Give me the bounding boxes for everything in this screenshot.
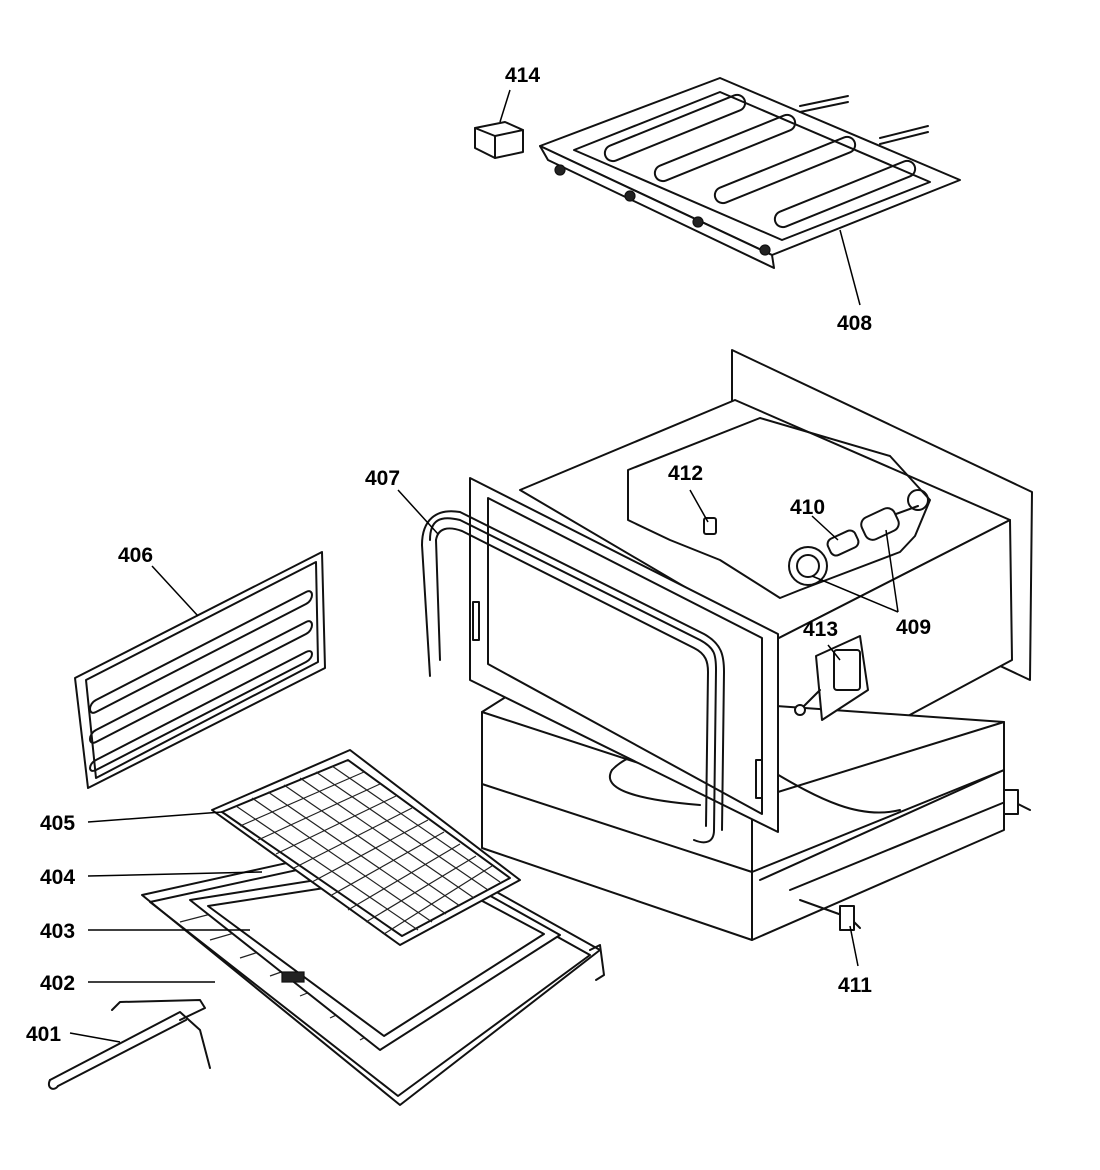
side-panel bbox=[74, 551, 326, 789]
label-402: 402 bbox=[40, 972, 75, 995]
leader-407 bbox=[397, 489, 439, 535]
lamp-assembly bbox=[788, 505, 919, 586]
label-403: 403 bbox=[40, 920, 75, 943]
label-404: 404 bbox=[40, 866, 75, 889]
leader-lines bbox=[69, 89, 899, 1043]
label-408: 408 bbox=[837, 312, 872, 335]
top-heating-plate bbox=[539, 77, 961, 269]
thermostat bbox=[794, 635, 869, 721]
oven-cavity bbox=[421, 349, 1033, 941]
leader-408 bbox=[839, 229, 861, 306]
leader-404 bbox=[87, 871, 263, 877]
part-labels: 414 408 407 406 412 410 409 413 411 405 … bbox=[26, 64, 931, 1046]
leader-410 bbox=[811, 515, 839, 541]
wire-grid bbox=[211, 749, 521, 946]
shelf-support bbox=[48, 999, 211, 1090]
label-405: 405 bbox=[40, 812, 75, 835]
leader-411 bbox=[849, 925, 859, 967]
leader-405 bbox=[87, 811, 223, 823]
leader-409a bbox=[811, 575, 899, 613]
leader-406 bbox=[151, 565, 199, 617]
leader-401 bbox=[69, 1032, 121, 1043]
leader-412 bbox=[689, 489, 709, 523]
label-414: 414 bbox=[505, 64, 540, 87]
clip bbox=[703, 517, 717, 535]
runner-rails bbox=[759, 769, 1031, 931]
leader-409b bbox=[885, 529, 899, 613]
leader-414 bbox=[499, 89, 511, 123]
label-412: 412 bbox=[668, 462, 703, 485]
small-bracket bbox=[474, 121, 524, 159]
label-401: 401 bbox=[26, 1023, 61, 1046]
label-413: 413 bbox=[803, 618, 838, 641]
label-409: 409 bbox=[896, 616, 931, 639]
label-406: 406 bbox=[118, 544, 153, 567]
label-407: 407 bbox=[365, 467, 400, 490]
label-411: 411 bbox=[838, 974, 872, 997]
label-410: 410 bbox=[790, 496, 825, 519]
leader-413 bbox=[827, 644, 841, 661]
